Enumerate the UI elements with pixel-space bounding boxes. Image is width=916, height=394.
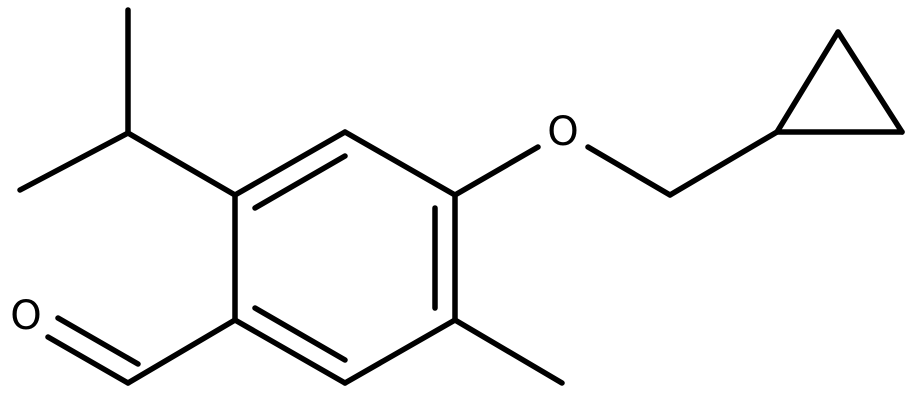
cyclopropylmethoxy-group: O xyxy=(452,29,905,198)
ether-bond-ring xyxy=(452,144,541,198)
methyl-bond xyxy=(452,317,565,386)
ch2-bond-cyclopropyl xyxy=(667,129,780,198)
ring-bond-top-right xyxy=(342,129,458,198)
ring-bond-bottom-right xyxy=(342,317,458,386)
methyl-group xyxy=(452,317,565,386)
cyclopropyl-bond-left xyxy=(774,29,841,135)
ring-double-bond-bottom-left xyxy=(252,305,348,363)
benzene-ring xyxy=(232,129,458,386)
aldehyde-group: O xyxy=(10,293,238,386)
isopropyl-bond-left xyxy=(17,130,131,193)
ring-double-bond-top-left xyxy=(252,153,348,211)
aldehyde-double-bond-outer xyxy=(45,334,131,386)
ether-bond-ch2 xyxy=(585,144,673,198)
ether-oxygen-label: O xyxy=(547,109,578,155)
ring-bond-bottom-left xyxy=(232,317,348,386)
aldehyde-bond-ring xyxy=(125,317,238,386)
cyclopropyl-bond-right xyxy=(835,29,905,135)
isopropyl-bond-ring xyxy=(125,130,238,198)
isopropyl-group xyxy=(17,7,238,198)
aldehyde-oxygen-label: O xyxy=(10,293,41,339)
aldehyde-double-bond-inner xyxy=(55,315,141,367)
ring-bond-top-left xyxy=(232,129,348,198)
